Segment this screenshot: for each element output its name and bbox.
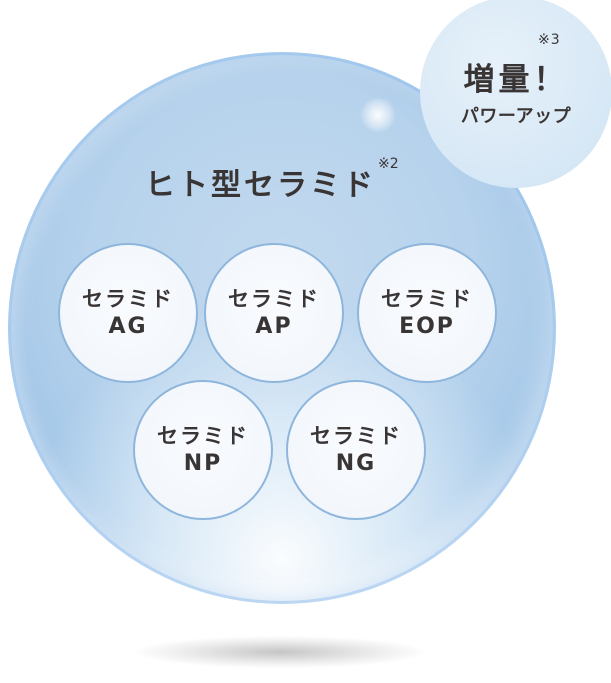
- ceramide-type: NP: [183, 451, 223, 476]
- ceramide-label: セラミド: [82, 287, 174, 311]
- bubble-shadow: [135, 636, 425, 668]
- title-footnote: ※2: [378, 156, 399, 172]
- ceramide-label: セラミド: [157, 424, 249, 448]
- ceramide-np-circle: セラミド NP: [133, 380, 273, 520]
- ceramide-type: EOP: [399, 314, 455, 339]
- ceramide-ag-circle: セラミド AG: [58, 243, 198, 383]
- ceramide-type: AG: [108, 314, 148, 339]
- ceramide-eop-circle: セラミド EOP: [357, 243, 497, 383]
- ceramide-label: セラミド: [310, 424, 402, 448]
- power-up-badge: ※3 増量！ パワーアップ: [420, 0, 611, 188]
- bubble-glint: [358, 98, 398, 132]
- ceramide-type: NG: [335, 451, 377, 476]
- ceramide-ap-circle: セラミド AP: [204, 243, 344, 383]
- badge-headline: 増量！: [463, 62, 569, 98]
- badge-subline: パワーアップ: [460, 106, 572, 127]
- title-text: ヒト型セラミド: [145, 168, 376, 203]
- ceramide-label: セラミド: [228, 287, 320, 311]
- ceramide-type: AP: [255, 314, 293, 339]
- ceramide-label: セラミド: [381, 287, 473, 311]
- ceramide-ng-circle: セラミド NG: [286, 380, 426, 520]
- bubble-title: ヒト型セラミド※2: [145, 156, 399, 204]
- badge-footnote: ※3: [538, 32, 561, 48]
